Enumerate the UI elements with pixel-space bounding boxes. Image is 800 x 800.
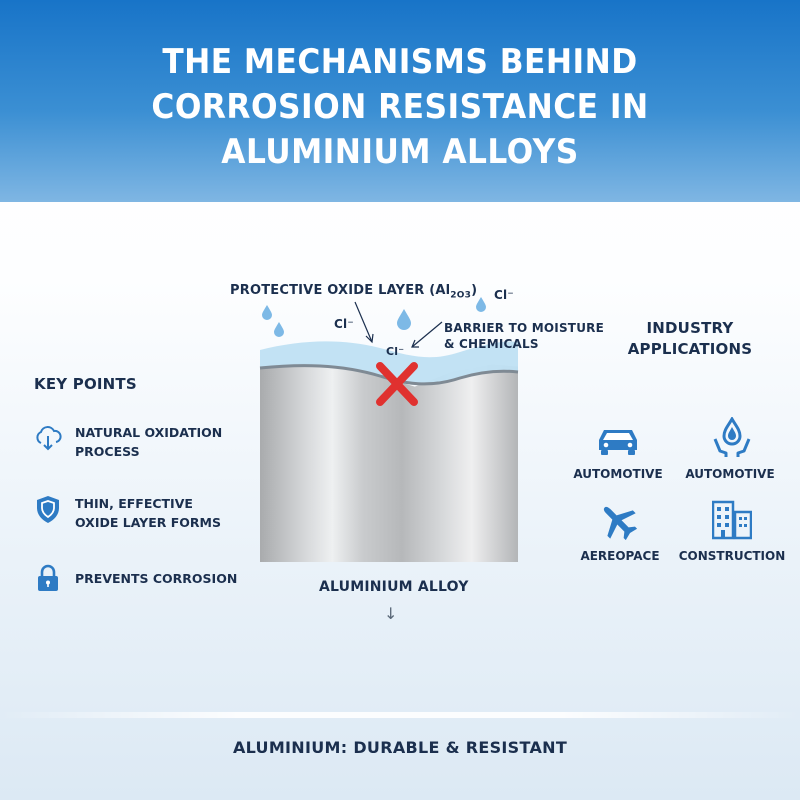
key-point-line: NATURAL OXIDATION (75, 425, 223, 440)
chloride-ion-label: Cl⁻ (494, 288, 514, 302)
corrosion-blocked-cross-icon (376, 362, 418, 406)
application-label: AEREOPACE (580, 549, 660, 563)
airplane-icon (603, 506, 638, 540)
barrier-label-line-2: & CHEMICALS (444, 337, 539, 351)
applications-heading-line: INDUSTRY (646, 319, 734, 337)
car-icon (599, 430, 637, 455)
application-label: CONSTRUCTION (678, 549, 786, 563)
key-point-item: PREVENTS CORROSION (33, 563, 237, 593)
applications-heading: INDUSTRY APPLICATIONS (620, 318, 760, 360)
cloud-download-icon (36, 426, 62, 451)
barrier-label-line-1: BARRIER TO MOISTURE (444, 321, 604, 335)
page-title: THE MECHANISMS BEHIND CORROSION RESISTAN… (32, 40, 768, 175)
droplet-icon (262, 305, 272, 320)
chloride-ion-label: Cl⁻ (334, 317, 354, 331)
footer-tagline: ALUMINIUM: DURABLE & RESISTANT (232, 738, 568, 757)
title-line-2: CORROSION RESISTANCE IN (151, 87, 649, 127)
key-points-heading: KEY POINTS (34, 375, 137, 393)
footer-divider (0, 712, 800, 718)
title-line-1: THE MECHANISMS BEHIND (162, 42, 638, 82)
oxide-layer (260, 341, 518, 384)
droplet-icon (476, 297, 486, 312)
alloy-label: ALUMINIUM ALLOY (319, 579, 469, 595)
barrier-pointer-arrow (411, 321, 443, 348)
chloride-ion-label: Cl⁻ (386, 345, 405, 358)
barrier-label: BARRIER TO MOISTURE & CHEMICALS (444, 320, 604, 352)
building-icon (712, 500, 752, 540)
water-droplets (262, 297, 486, 337)
applications-heading-line: APPLICATIONS (627, 340, 753, 358)
droplet-icon (397, 309, 411, 330)
key-point-item: THIN, EFFECTIVE OXIDE LAYER FORMS (33, 494, 221, 532)
down-arrow-icon: ↓ (384, 604, 398, 623)
key-point-text: NATURAL OXIDATION PROCESS (75, 423, 222, 461)
shield-icon (37, 496, 59, 523)
key-point-line: PREVENTS CORROSION (75, 571, 238, 586)
key-point-line: OXIDE LAYER FORMS (75, 515, 221, 530)
key-point-line: PROCESS (75, 444, 140, 459)
key-point-item: NATURAL OXIDATION PROCESS (33, 423, 222, 461)
key-point-text: THIN, EFFECTIVE OXIDE LAYER FORMS (75, 494, 221, 532)
lock-icon (38, 564, 58, 591)
header-banner (0, 0, 800, 202)
water-drop-hands-icon (713, 417, 751, 457)
oxide-layer-label: PROTECTIVE OXIDE LAYER (Al2O3) (230, 283, 478, 301)
application-label: AUTOMOTIVE (573, 467, 663, 481)
key-point-text: PREVENTS CORROSION (75, 563, 237, 588)
title-line-3: ALUMINIUM ALLOYS (221, 132, 579, 172)
application-label: AUTOMOTIVE (685, 467, 775, 481)
droplet-icon (274, 322, 284, 337)
key-point-line: THIN, EFFECTIVE (75, 496, 193, 511)
oxide-pointer-arrow (354, 301, 374, 344)
